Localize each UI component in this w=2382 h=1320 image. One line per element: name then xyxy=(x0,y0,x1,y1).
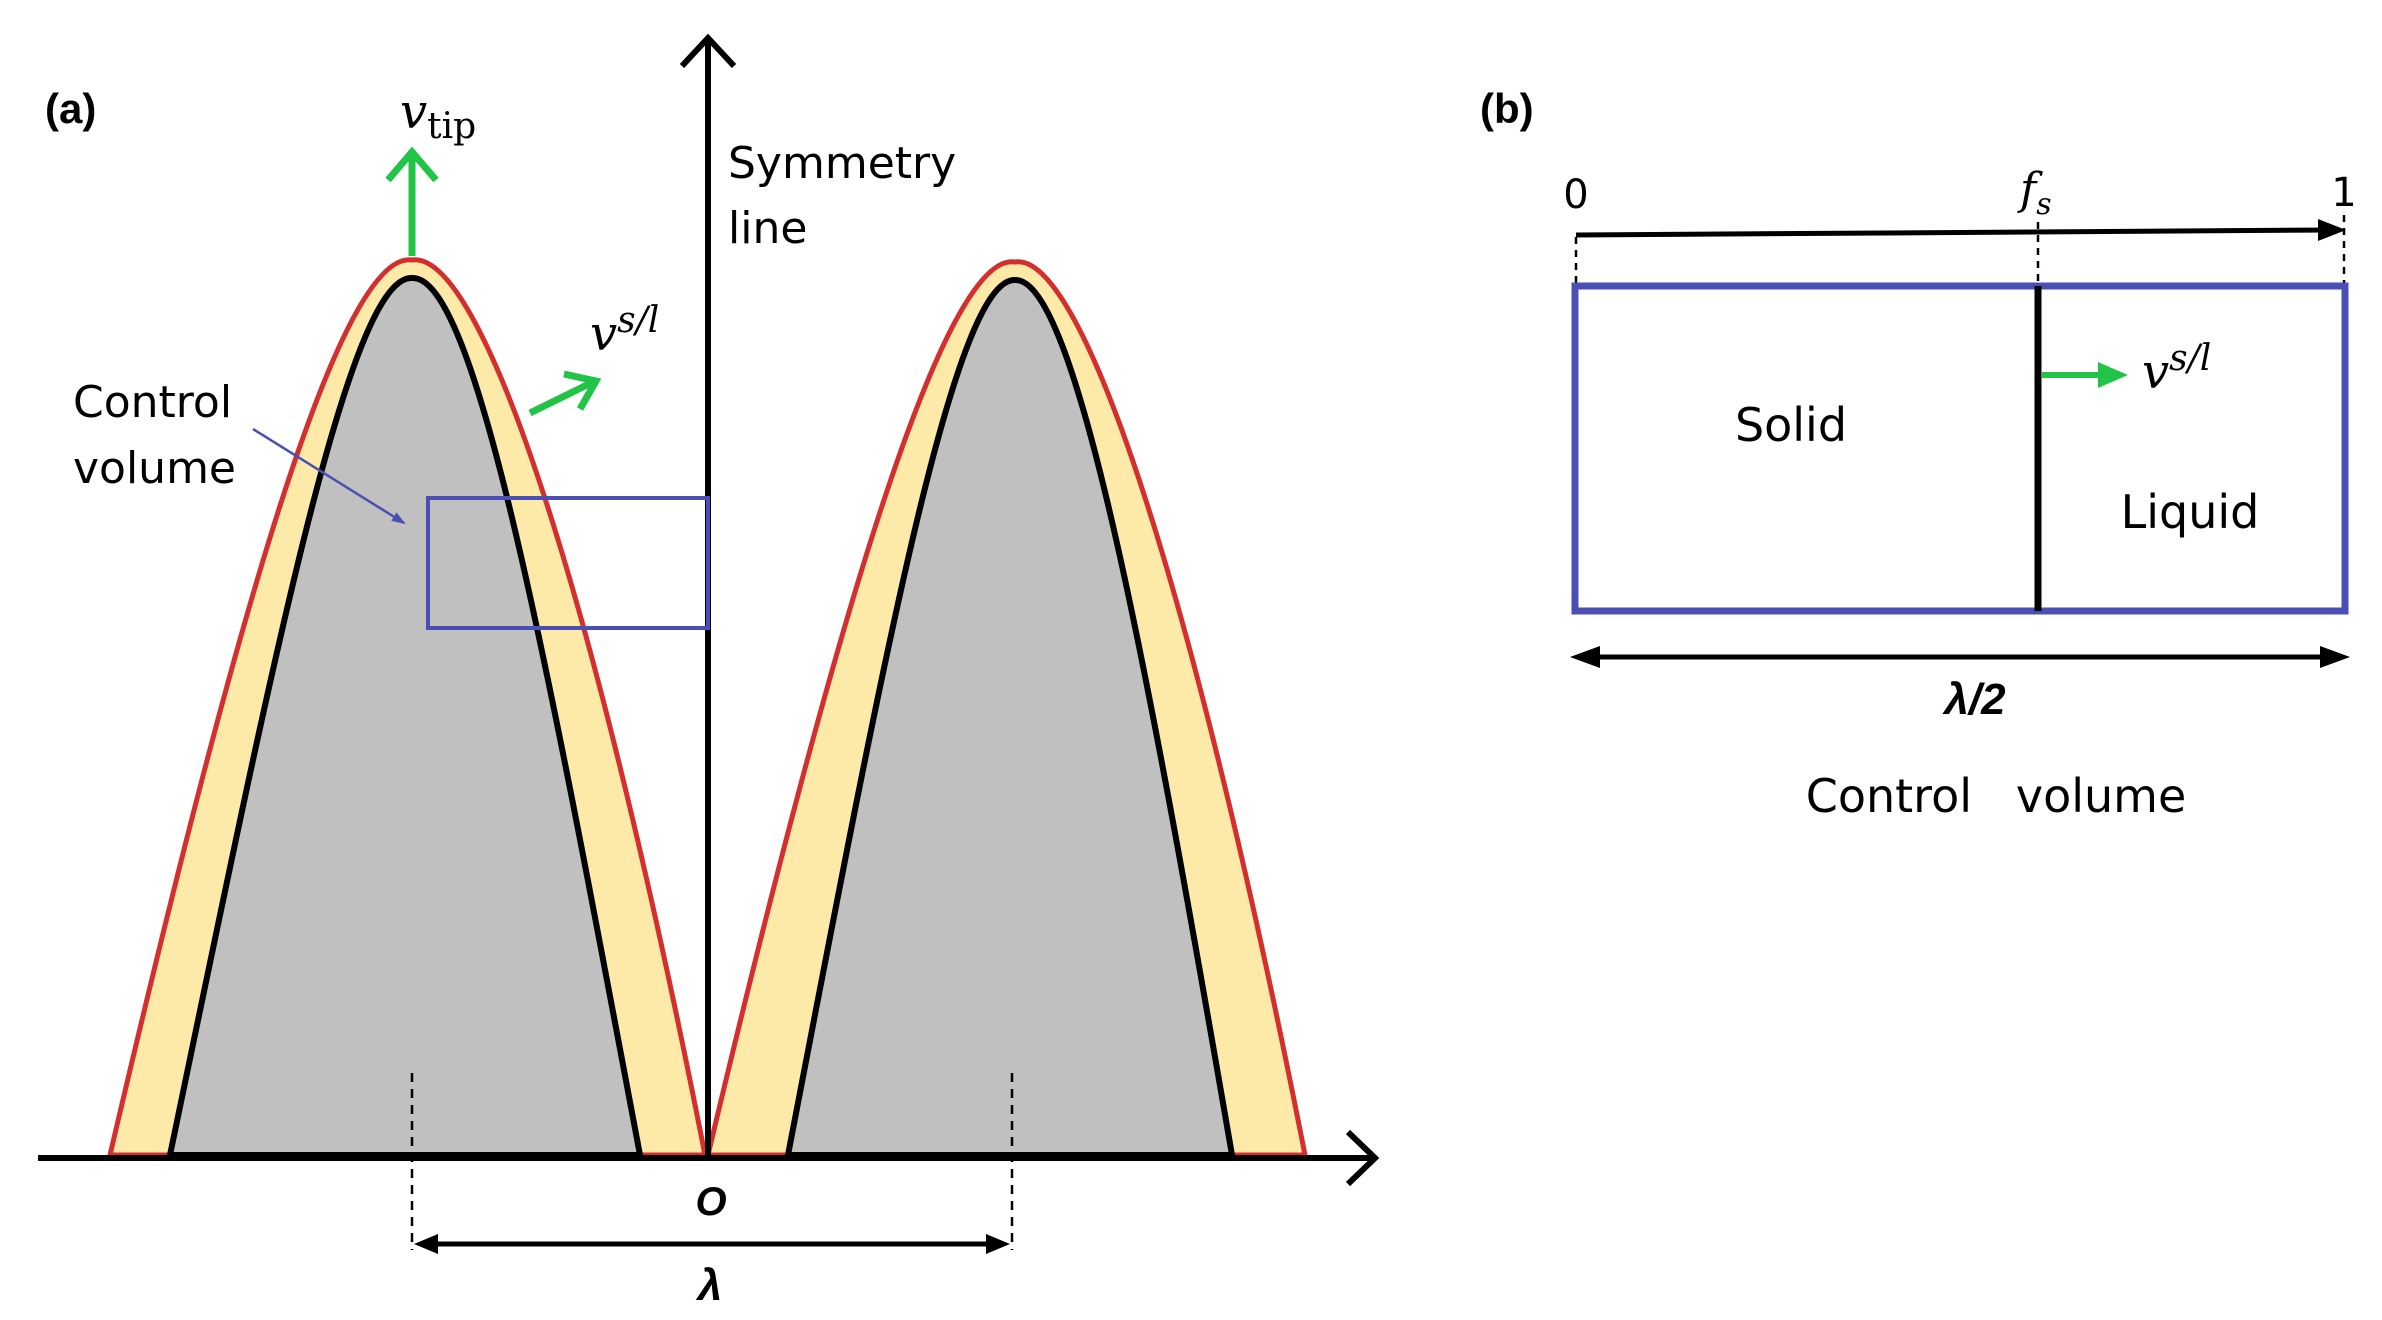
symmetry-line-label-2: line xyxy=(728,203,807,254)
scale-arrowhead xyxy=(2318,219,2346,241)
panel-b-label: (b) xyxy=(1480,85,1534,132)
v-sl-arrowhead xyxy=(563,370,602,411)
control-volume-box xyxy=(426,496,710,630)
control-volume-label: Control volume xyxy=(73,377,246,494)
v-tip-arrowhead xyxy=(385,146,439,183)
v-sl-arrow xyxy=(528,378,595,417)
lambda-arrow-left xyxy=(414,1234,438,1254)
width-label: λ/2 xyxy=(1942,675,2006,724)
panel-b: (b) 0 fs 1 vs/l Solid Liquid λ/2 xyxy=(1480,85,2357,823)
symmetry-line-arrowhead xyxy=(679,33,737,69)
lambda-label: λ xyxy=(696,1261,722,1310)
v-sl-superscript: s/l xyxy=(617,300,659,341)
liquid-label: Liquid xyxy=(2121,485,2260,539)
interface-velocity-arrowhead xyxy=(2098,362,2128,388)
control-volume-rect xyxy=(1571,282,2349,615)
symmetry-line-label-1: Symmetry xyxy=(728,138,956,189)
right-dendrite xyxy=(704,259,1309,1158)
width-arrow-right xyxy=(2320,646,2350,668)
scale-fs-subscript: s xyxy=(2036,187,2051,222)
panel-b-caption: Control volume xyxy=(1806,769,2187,823)
solid-label: Solid xyxy=(1735,398,1847,452)
control-volume-pointer xyxy=(252,427,406,525)
right-dendrite-solid xyxy=(784,276,1236,1158)
control-volume-label-1: Control xyxy=(73,377,232,428)
horizontal-axis-arrowhead xyxy=(1345,1129,1380,1187)
interface-velocity-superscript: s/l xyxy=(2169,338,2211,379)
scale-end-label: 1 xyxy=(2331,170,2356,216)
left-dendrite xyxy=(106,257,709,1158)
scale-arrow xyxy=(1575,227,2333,238)
v-tip-label: vtip xyxy=(400,84,476,147)
v-sl-label: vs/l xyxy=(590,300,659,362)
lambda-arrow-right xyxy=(986,1234,1010,1254)
v-tip-symbol: v xyxy=(400,84,427,140)
interface-velocity-symbol: v xyxy=(2142,344,2169,400)
scale-start-label: 0 xyxy=(1563,172,1588,218)
v-tip-subscript: tip xyxy=(427,106,476,147)
symmetry-line-label: Symmetry line xyxy=(728,138,970,254)
scale-fs-label: fs xyxy=(2017,164,2052,222)
control-volume-label-2: volume xyxy=(73,443,236,494)
origin-label: O xyxy=(695,1180,726,1224)
panel-a: (a) Symmetry line vtip vs/ xyxy=(38,33,1380,1310)
interface-velocity-label: vs/l xyxy=(2142,338,2211,400)
left-dendrite-solid xyxy=(166,274,644,1158)
width-arrow-left xyxy=(1570,646,1600,668)
v-sl-symbol: v xyxy=(590,306,617,362)
panel-a-label: (a) xyxy=(45,85,96,132)
